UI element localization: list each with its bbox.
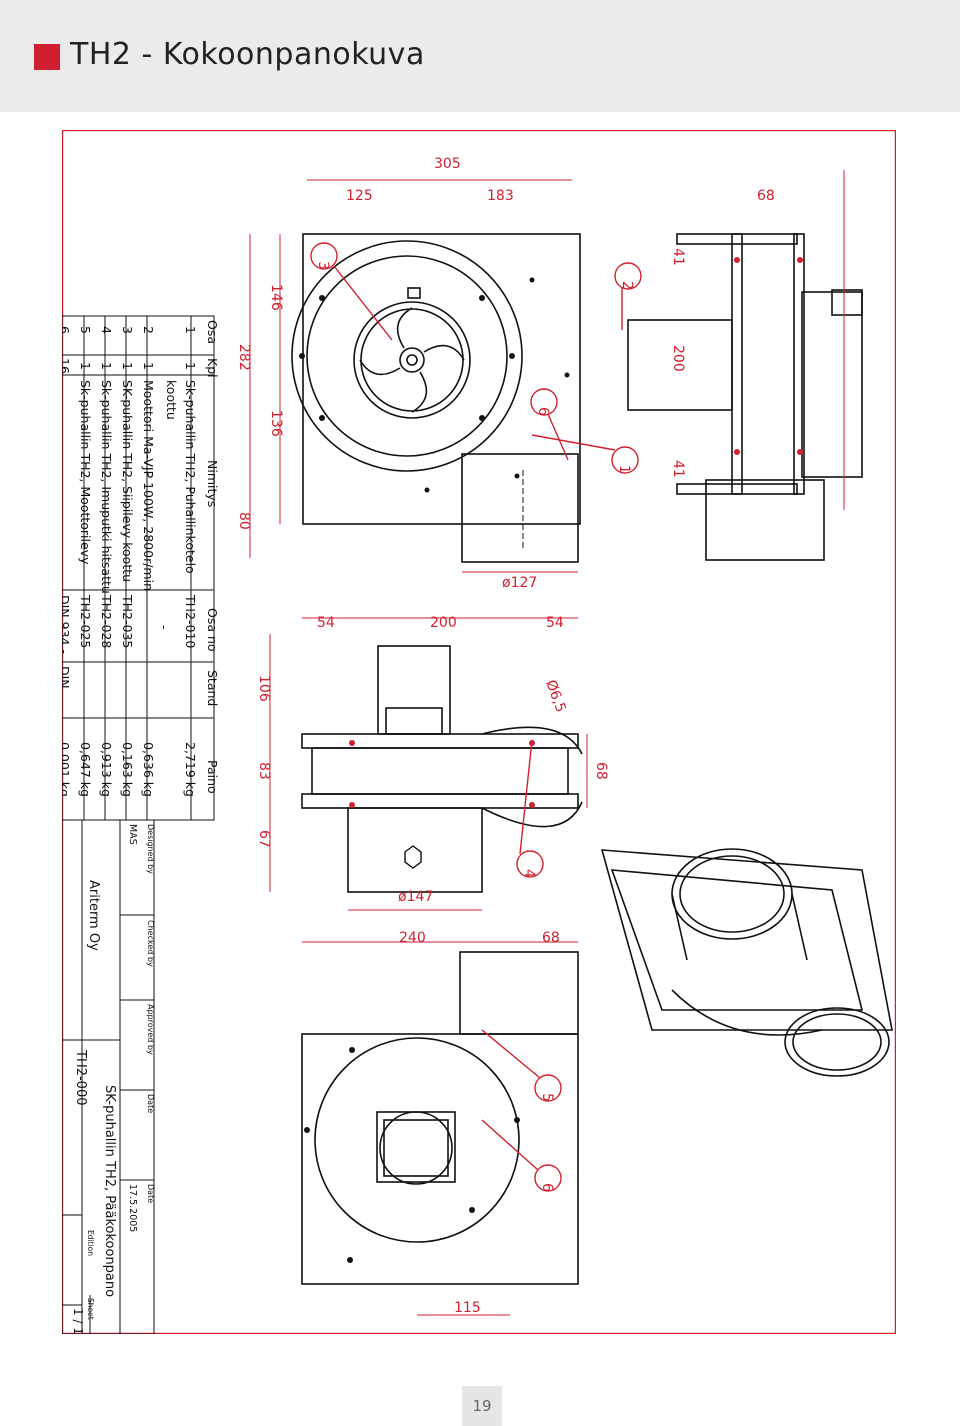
- dim-80: 80: [236, 512, 252, 530]
- r2-no: -: [157, 625, 172, 630]
- iso-view: [600, 848, 893, 1077]
- dim-41a: 41: [670, 248, 686, 266]
- edition-label: Edition: [86, 1230, 95, 1256]
- r1-paino: 2,719 kg: [183, 742, 198, 797]
- dim-183: 183: [487, 188, 514, 204]
- r5-no: TH2-025: [78, 594, 93, 648]
- hdr-paino: Paino: [205, 760, 220, 794]
- dim-dia147: ø147: [398, 889, 433, 905]
- r2-name: Moottori Ma-VJP 100W, 2800r/min: [141, 380, 156, 591]
- r5-kpl: 1: [78, 362, 93, 370]
- balloon-3: 3: [315, 261, 331, 270]
- dim-200b: 200: [430, 615, 457, 631]
- balloon-4: 4: [521, 869, 537, 878]
- dim-68b: 68: [593, 762, 609, 780]
- r6-paino: 0,001 kg: [62, 742, 72, 797]
- r3-kpl: 1: [120, 362, 135, 370]
- r6-kpl: 16: [62, 358, 72, 374]
- sheet-border: [62, 130, 896, 1334]
- dim-106: 106: [256, 675, 272, 702]
- r5-name: Sk-puhallin TH2, Moottorilevy: [78, 380, 93, 565]
- balloon-2: 2: [619, 281, 635, 290]
- r4-no: TH2-028: [99, 594, 114, 648]
- drawing-sheet: Osa Kpl Nimitys Osa no Stand Paino 1 1 S…: [62, 130, 896, 1334]
- r1-name: Sk-puhallin TH2, Puhallinkotelo: [183, 380, 198, 574]
- balloon-1: 1: [616, 465, 632, 474]
- dim-54a: 54: [317, 615, 335, 631]
- date2-label: Date: [146, 1184, 155, 1203]
- dim-dia65: Ø6,5: [542, 678, 568, 715]
- designed-by-label: Designed by: [146, 824, 155, 874]
- drawing-title: SK-puhallin TH2, Pääkokoonpano: [102, 1085, 117, 1297]
- hdr-osano: Osa no: [205, 608, 220, 652]
- r4-osa: 4: [99, 326, 114, 334]
- front-view-bolts: [299, 277, 570, 493]
- r3-no: TH2-035: [120, 594, 135, 648]
- r2-paino: 0,636 kg: [141, 742, 156, 797]
- approved-by-label: Approved by: [146, 1004, 155, 1055]
- page-number: 19: [462, 1386, 502, 1426]
- r6-no: DIN 934 -: [62, 595, 72, 654]
- r2-kpl: 1: [141, 362, 156, 370]
- balloon-6a: 6: [535, 407, 551, 416]
- checked-by-label: Checked by: [146, 920, 155, 967]
- dim-200a: 200: [670, 345, 686, 372]
- r1-osa: 1: [183, 326, 198, 334]
- title-block: Designed by MAS Checked by Approved by D…: [62, 819, 155, 1334]
- balloon-5: 5: [539, 1093, 555, 1102]
- dim-41b: 41: [670, 460, 686, 478]
- parts-table: Osa Kpl Nimitys Osa no Stand Paino 1 1 S…: [62, 315, 220, 821]
- dim-68: 68: [757, 188, 775, 204]
- bottom-view: [301, 951, 579, 1285]
- dim-68c: 68: [542, 930, 560, 946]
- r5-paino: 0,647 kg: [78, 742, 93, 797]
- sheet-value: 1 / 1: [71, 1308, 85, 1334]
- hdr-stand: Stand: [205, 670, 220, 706]
- r2-osa: 2: [141, 326, 156, 334]
- date-label: Date: [146, 1094, 155, 1113]
- header-square-icon: [34, 44, 60, 70]
- designed-by-value: MAS: [127, 824, 138, 845]
- hdr-kpl: Kpl: [205, 358, 220, 378]
- r3-osa: 3: [120, 326, 135, 334]
- dim-240: 240: [399, 930, 426, 946]
- r6-osa: 6: [62, 326, 72, 334]
- dim-83: 83: [256, 762, 272, 780]
- r4-kpl: 1: [99, 362, 114, 370]
- dim-125: 125: [346, 188, 373, 204]
- top-view: [301, 645, 583, 893]
- sheet-label: Sheet: [86, 1298, 95, 1320]
- dim-54b: 54: [546, 615, 564, 631]
- r5-osa: 5: [78, 326, 93, 334]
- front-view: [291, 233, 581, 563]
- r4-paino: 0,913 kg: [99, 742, 114, 797]
- r1b-name: koottu: [164, 380, 179, 420]
- r3-paino: 0,163 kg: [120, 742, 135, 797]
- date-value: 17.5.2005: [127, 1184, 138, 1232]
- dim-305: 305: [434, 156, 461, 172]
- hdr-osa: Osa: [205, 320, 220, 344]
- r1-kpl: 1: [183, 362, 198, 370]
- page-title: TH2 - Kokoonpanokuva: [70, 37, 425, 72]
- hdr-nimitys: Nimitys: [205, 460, 220, 507]
- r3-name: SK-puhallin TH2, Siipilevy koottu: [120, 380, 135, 582]
- drawing-number: TH2-000: [73, 1049, 88, 1106]
- r1-no: TH2-010: [183, 594, 198, 648]
- dim-dia127: ø127: [502, 575, 537, 591]
- dimensions: 305 125 183 68 41 200 41 282 146 136 80 …: [236, 156, 845, 1316]
- r6-stand: DIN: [62, 666, 72, 689]
- balloon-6b: 6: [539, 1183, 555, 1192]
- side-view: [627, 233, 863, 561]
- dim-146: 146: [268, 284, 284, 311]
- page-header: TH2 - Kokoonpanokuva: [0, 0, 960, 112]
- dim-282: 282: [236, 344, 252, 371]
- balloons: 3 2 6 1 4 5 6: [310, 242, 642, 1192]
- company-name: Ariterm Oy: [86, 880, 101, 951]
- dim-67: 67: [256, 830, 272, 848]
- r4-name: Sk-puhallin TH2, Imuputki hitsattu: [99, 380, 114, 594]
- dim-136: 136: [268, 410, 284, 437]
- dim-115: 115: [454, 1300, 481, 1316]
